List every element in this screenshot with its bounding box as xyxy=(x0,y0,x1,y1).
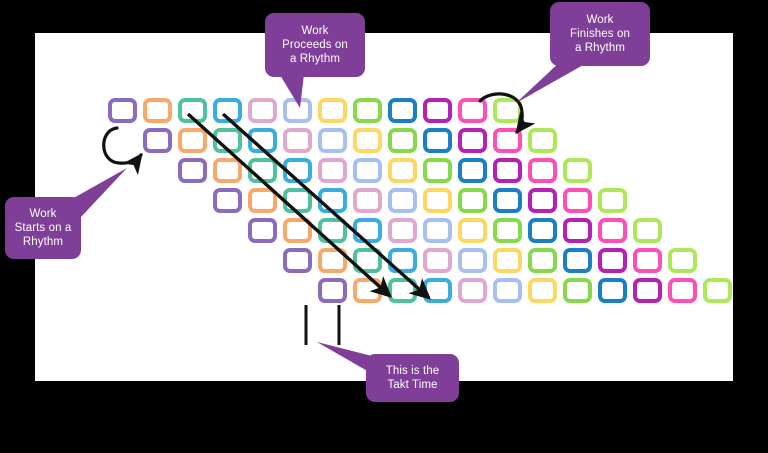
callout-work-starts-label: Work Starts on a Rhythm xyxy=(14,208,72,248)
callout-work-proceeds[interactable]: Work Proceeds on a Rhythm xyxy=(265,13,365,77)
callout-work-finishes-label: Work Finishes on a Rhythm xyxy=(570,14,630,54)
callout-work-proceeds-label: Work Proceeds on a Rhythm xyxy=(282,25,348,65)
slide-canvas xyxy=(35,33,733,381)
callout-work-finishes[interactable]: Work Finishes on a Rhythm xyxy=(550,2,650,66)
callout-work-starts[interactable]: Work Starts on a Rhythm xyxy=(5,197,81,259)
callout-takt-time[interactable]: This is the Takt Time xyxy=(366,354,459,402)
callout-takt-time-label: This is the Takt Time xyxy=(385,365,440,391)
